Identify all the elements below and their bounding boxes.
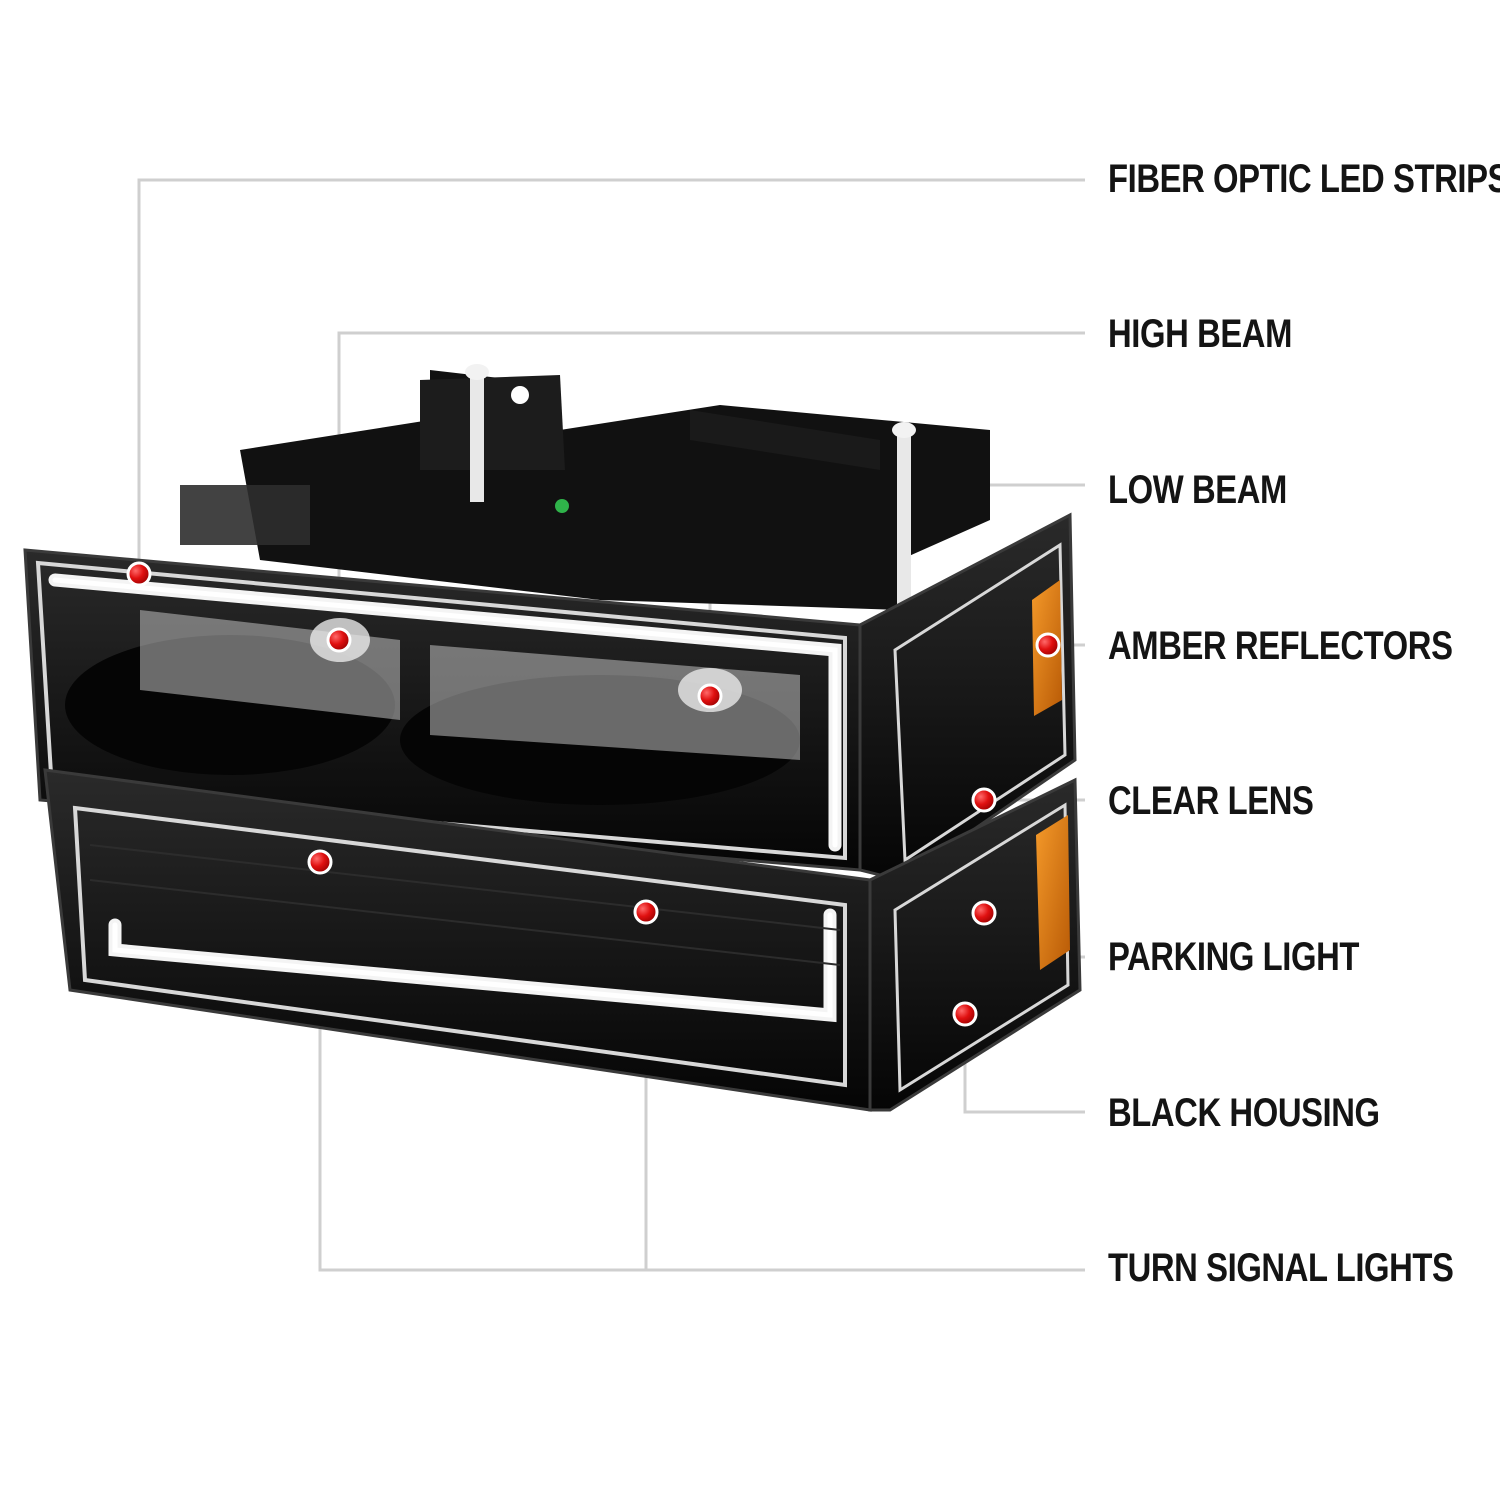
marker-dot-low-beam	[697, 683, 723, 709]
bumper-light	[43, 768, 872, 1112]
label-low-beam: LOW BEAM	[1108, 468, 1287, 512]
label-fiber-optic-led-strips: FIBER OPTIC LED STRIPS	[1108, 157, 1500, 201]
label-high-beam: HIGH BEAM	[1108, 312, 1293, 356]
marker-dot-turn-signal-2	[633, 899, 659, 925]
marker-dot-housing	[952, 1001, 978, 1027]
marker-dot-fiber-optic	[126, 561, 152, 587]
label-clear-lens: CLEAR LENS	[1108, 779, 1314, 823]
marker-dot-clear-lens	[971, 787, 997, 813]
corner-light-lower	[868, 777, 1082, 1112]
marker-dot-parking	[971, 900, 997, 926]
marker-dot-amber	[1035, 632, 1061, 658]
markers	[126, 561, 1061, 1027]
marker-dot-turn-signal-1	[307, 849, 333, 875]
label-turn-signal-lights: TURN SIGNAL LIGHTS	[1108, 1246, 1454, 1290]
rear-housing	[180, 364, 990, 610]
leader-line-fiber-optic	[137, 178, 1085, 574]
label-amber-reflectors: AMBER REFLECTORS	[1108, 624, 1453, 668]
marker-dot-high-beam	[326, 627, 352, 653]
label-parking-light: PARKING LIGHT	[1108, 935, 1359, 979]
label-black-housing: BLACK HOUSING	[1108, 1091, 1380, 1135]
